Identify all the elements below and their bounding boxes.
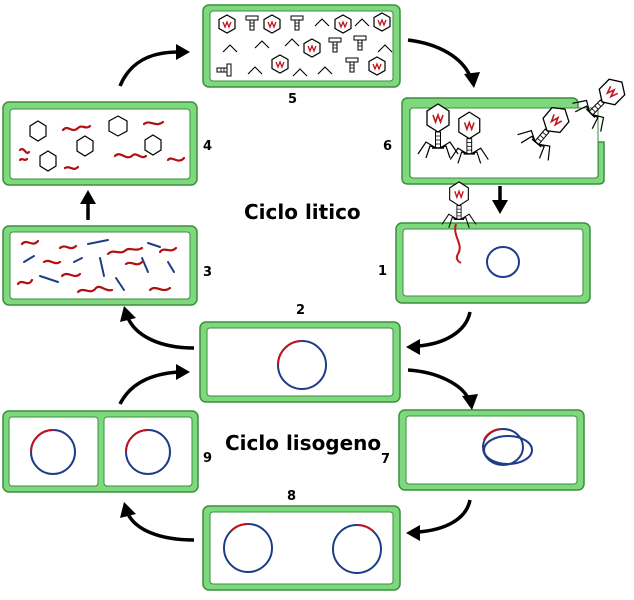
prophage-right [125, 429, 149, 453]
capsids-and-phage-dna [18, 115, 186, 172]
cell-4 [2, 101, 198, 186]
cell-1 [395, 222, 591, 304]
prophage-left [30, 429, 54, 453]
cell-3 [2, 225, 198, 306]
step-number-3: 3 [203, 265, 212, 280]
replicated-dna-fragments [16, 239, 178, 294]
step-number-9: 9 [203, 451, 212, 466]
prophage-left [230, 522, 249, 532]
step-number-4: 4 [203, 139, 212, 154]
step-number-7: 7 [381, 452, 390, 467]
prophage-loop [483, 435, 533, 465]
phage-dna-segment [483, 428, 501, 441]
bacterial-chromosome [486, 246, 520, 278]
lytic-cycle-title: Ciclo litico [244, 200, 361, 224]
cell-7 [398, 409, 585, 491]
attaching-phage [441, 181, 477, 229]
step-number-8: 8 [287, 489, 296, 504]
cell-9 [2, 410, 199, 493]
lysogenic-cycle-title: Ciclo lisogeno [225, 431, 381, 455]
prophage-right [356, 523, 375, 533]
step-number-1: 1 [378, 264, 387, 279]
step-number-5: 5 [288, 92, 297, 107]
cell-5 [202, 4, 401, 88]
arrows [80, 38, 508, 542]
cell-8 [202, 505, 401, 591]
integrated-phage-dna [277, 340, 303, 366]
bacterial-chromosome [482, 428, 524, 466]
step-number-2: 2 [296, 303, 305, 318]
cell-6 [401, 67, 634, 185]
cell-2 [199, 321, 401, 403]
step-number-6: 6 [383, 139, 392, 154]
